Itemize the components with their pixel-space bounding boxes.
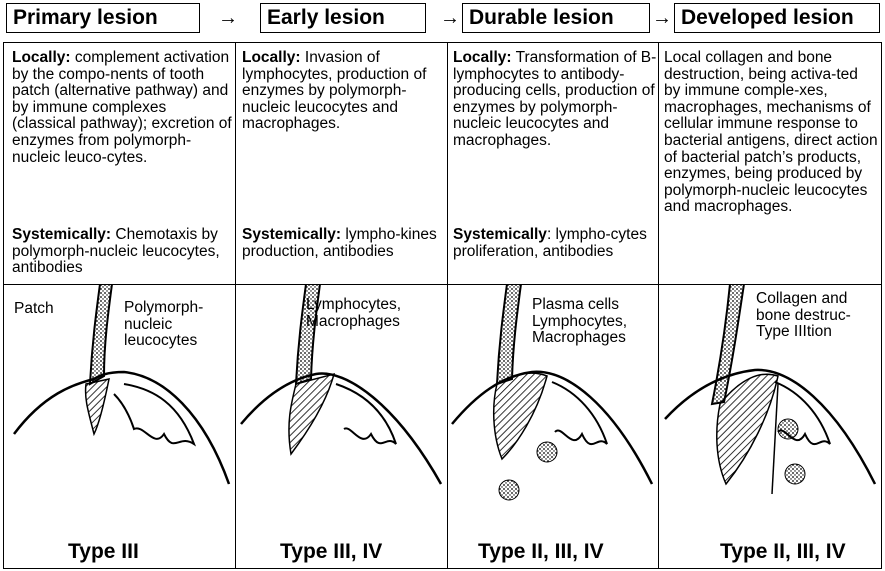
stage-title-primary: Primary lesion — [6, 3, 200, 33]
cell-primary-systemic: Systemically: Chemotaxis by polymorph-nu… — [12, 227, 234, 277]
systemic-heading: Systemically: — [242, 226, 341, 243]
local-heading: Locally: — [12, 50, 71, 66]
label-lymphocytes-macrophages: Lymphocytes, Macrophages — [306, 297, 401, 330]
arrow-icon: → — [652, 6, 672, 30]
type-label-primary: Type III — [68, 540, 139, 564]
systemic-heading: Systemically — [453, 226, 547, 243]
cell-early-local: Locally: Invasion of lymphocytes, produc… — [242, 50, 446, 133]
arrow-icon: → — [218, 6, 238, 30]
stage-title-developed: Developed lesion — [674, 3, 880, 33]
stage-title-durable: Durable lesion — [462, 3, 650, 33]
label-patch: Patch — [14, 301, 54, 318]
type-label-early: Type III, IV — [280, 540, 382, 564]
local-heading: Locally: — [242, 50, 301, 66]
stage-title-early: Early lesion — [260, 3, 426, 33]
type-label-durable: Type II, III, IV — [478, 540, 604, 564]
cell-durable-local: Locally: Transformation of B-lymphocytes… — [453, 50, 659, 150]
label-polymorph-nucleic-leucocytes: Polymorph- nucleic leucocytes — [124, 300, 203, 350]
local-text: complement activation by the compo-nents… — [12, 50, 232, 166]
type-label-developed: Type II, III, IV — [720, 540, 846, 564]
cell-primary-local: Locally: complement activation by the co… — [12, 50, 234, 166]
cell-developed-local: Local collagen and bone destruction, bei… — [664, 50, 878, 216]
cell-durable-systemic: Systemically: lympho-cytes proliferation… — [453, 227, 653, 260]
local-heading: Locally: — [453, 50, 512, 66]
systemic-heading: Systemically: — [12, 226, 111, 243]
arrow-icon: → — [440, 6, 460, 30]
local-text: Transformation of B-lymphocytes to antib… — [453, 50, 656, 149]
cell-early-systemic: Systemically: lympho-kines production, a… — [242, 227, 442, 260]
label-plasma-cells-lymphocytes-macrophages: Plasma cells Lymphocytes, Macrophages — [532, 297, 627, 347]
label-collagen-bone-destruction: Collagen and bone destruc- Type IIItion — [756, 291, 851, 341]
